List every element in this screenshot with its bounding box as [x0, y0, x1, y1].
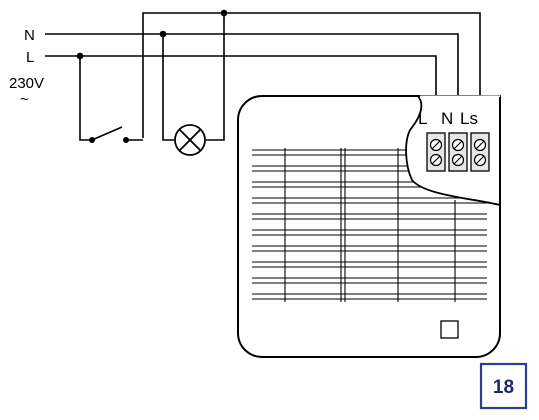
ls-wire — [142, 12, 481, 138]
terminal-l-label: L — [418, 109, 427, 128]
terminal-blocks — [426, 132, 490, 172]
switch-branch-wire — [79, 56, 92, 141]
junction-dot — [220, 9, 228, 17]
figure-number: 18 — [493, 377, 514, 398]
ac-symbol: ~ — [20, 91, 29, 108]
figure-number-box: 18 — [479, 362, 528, 410]
junction-dots — [76, 9, 228, 60]
switch-icon — [89, 126, 129, 143]
junction-dot — [76, 52, 84, 60]
terminal-n-label: N — [441, 109, 453, 128]
neutral-label: N — [24, 27, 35, 44]
junction-dot — [159, 30, 167, 38]
lamp-in-wire — [162, 34, 174, 141]
terminal-block-n — [448, 132, 468, 172]
lamp-out-wire — [206, 13, 225, 141]
lamp-icon — [174, 124, 206, 156]
voltage-label: 230V — [9, 75, 44, 92]
grille-dividers — [284, 148, 456, 302]
terminal-block-l — [426, 132, 446, 172]
line-label: L — [26, 49, 34, 66]
square-indicator-icon — [440, 320, 459, 339]
terminal-ls-label: Ls — [460, 109, 478, 128]
terminal-block-ls — [470, 132, 490, 172]
